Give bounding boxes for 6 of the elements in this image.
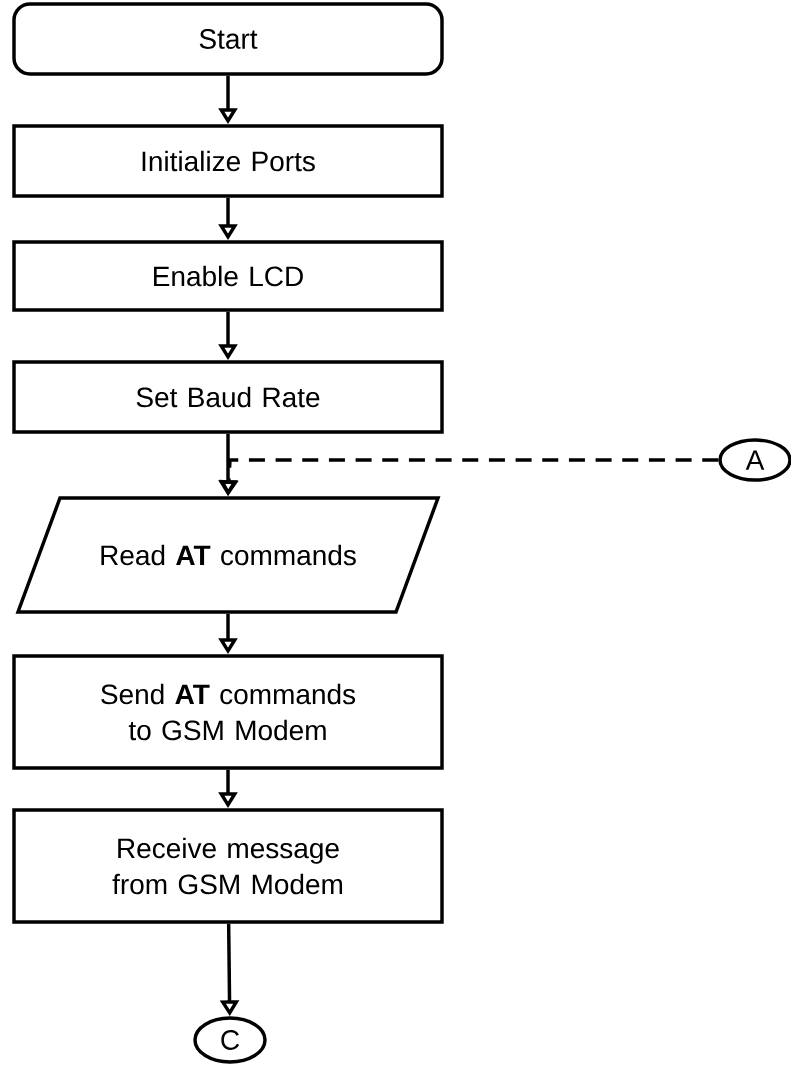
- process-box: Receive message from GSM Modem: [12, 808, 444, 924]
- process-box: Set Baud Rate: [12, 360, 444, 434]
- terminal-box: Start: [12, 2, 444, 76]
- process-box: Enable LCD: [12, 240, 444, 312]
- process-box: Initialize Ports: [12, 124, 444, 198]
- process-box: Send AT commands to GSM Modem: [12, 654, 444, 770]
